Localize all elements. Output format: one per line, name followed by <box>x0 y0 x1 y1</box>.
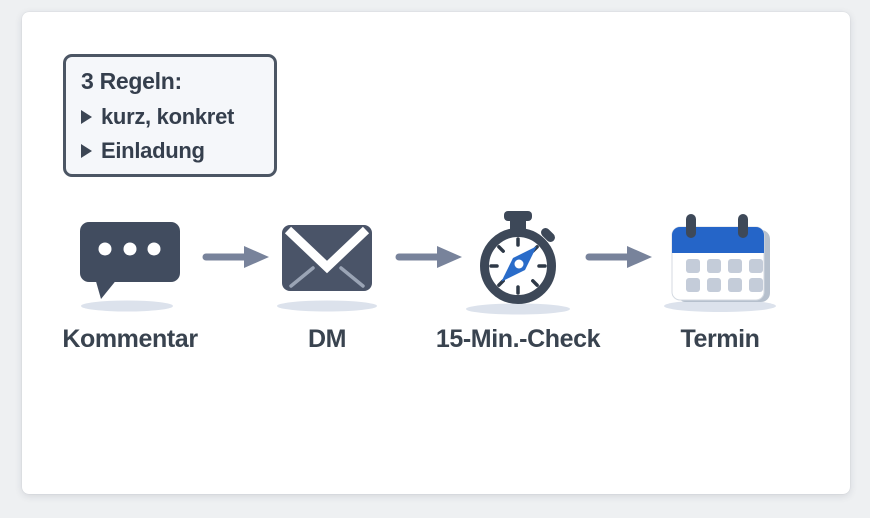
rules-item-label: kurz, konkret <box>101 104 235 129</box>
calendar-icon <box>664 214 776 312</box>
envelope-icon <box>277 225 377 312</box>
step-label: 15-Min.-Check <box>435 325 601 353</box>
slide-card: 3 Regeln: kurz, konkret Einladung Kommen… <box>22 12 850 494</box>
comment-icon <box>80 222 180 312</box>
stopwatch-icon <box>466 211 570 315</box>
flow-step-kommentar: Kommentar <box>50 210 210 354</box>
bullet-triangle-icon <box>81 110 92 124</box>
flow-step-termin: Termin <box>640 210 800 354</box>
step-label: Termin <box>680 325 760 353</box>
rules-box-title: 3 Regeln: <box>81 68 182 94</box>
step-label: Kommentar <box>62 325 198 353</box>
flow-step-15-min-check: 15-Min.-Check <box>435 210 601 354</box>
flow-step-dm: DM <box>247 210 407 354</box>
arrow-right-icon <box>202 243 272 271</box>
arrow-right-icon <box>395 243 465 271</box>
rules-box: 3 Regeln: kurz, konkret Einladung <box>63 54 277 177</box>
rules-item: kurz, konkret <box>81 104 259 130</box>
rules-item-label: Einladung <box>101 138 205 163</box>
rules-item: Einladung <box>81 138 259 164</box>
bullet-triangle-icon <box>81 144 92 158</box>
arrow-right-icon <box>585 243 655 271</box>
step-label: DM <box>307 325 347 353</box>
